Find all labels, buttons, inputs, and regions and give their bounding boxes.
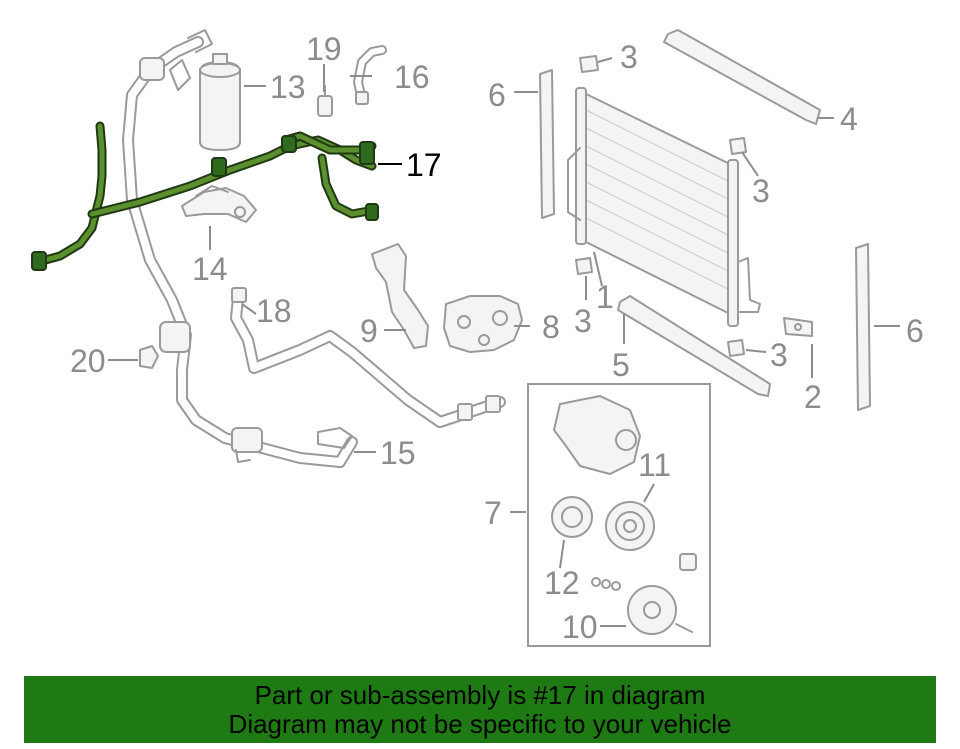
banner-line-1: Part or sub-assembly is #17 in diagram — [254, 680, 706, 710]
callout-3-lower-right: 3 — [770, 337, 788, 373]
suction-line-left — [122, 29, 358, 468]
compressor-mount-8 — [443, 295, 523, 353]
callout-3-right: 3 — [752, 173, 770, 209]
callout-labels: 1 2 3 3 3 3 4 5 6 6 7 8 9 10 11 12 13 14… — [70, 31, 924, 645]
hose-assembly-17 — [31, 121, 379, 271]
callout-16: 16 — [394, 59, 430, 95]
bracket-9 — [371, 243, 429, 349]
receiver-drier — [199, 53, 241, 151]
callout-3-top: 3 — [620, 39, 638, 75]
insulator-3-right — [729, 137, 747, 155]
callout-1: 1 — [596, 279, 614, 315]
callout-19: 19 — [306, 31, 342, 67]
seal-6-right — [855, 243, 871, 411]
callout-7: 7 — [484, 495, 502, 531]
callout-11: 11 — [638, 447, 671, 483]
callout-18: 18 — [256, 293, 292, 329]
insulator-3-bottom — [575, 257, 593, 275]
callout-15: 15 — [380, 435, 416, 471]
bracket-14 — [181, 185, 257, 223]
disclaimer-banner: Part or sub-assembly is #17 in diagram D… — [24, 676, 936, 743]
callout-2: 2 — [804, 379, 822, 415]
callout-3-bottom: 3 — [574, 303, 592, 339]
callout-6-left: 6 — [488, 77, 506, 113]
callout-6-right: 6 — [906, 313, 924, 349]
liquid-line-18 — [230, 287, 506, 428]
banner-line-2: Diagram may not be specific to your vehi… — [228, 709, 732, 739]
callout-14: 14 — [192, 251, 228, 287]
bracket-2 — [783, 317, 813, 337]
callout-10: 10 — [562, 609, 598, 645]
condenser-1 — [567, 87, 761, 327]
callout-5: 5 — [612, 347, 630, 383]
callout-4: 4 — [840, 101, 858, 137]
callout-9: 9 — [360, 313, 378, 349]
fitting-16 — [353, 45, 387, 105]
seal-5 — [617, 295, 771, 397]
callout-13: 13 — [270, 69, 306, 105]
seal-6-left — [539, 69, 555, 219]
insulator-3-top — [579, 55, 599, 73]
insulator-3-lower-right — [727, 339, 745, 357]
callout-8: 8 — [542, 309, 560, 345]
seal-4 — [663, 29, 821, 125]
compressor-kit-box — [527, 383, 711, 647]
callout-17: 17 — [406, 147, 442, 183]
clip-20 — [139, 345, 159, 369]
callout-12: 12 — [544, 565, 580, 601]
leader-lines — [108, 57, 900, 627]
callout-20: 20 — [70, 343, 106, 379]
parts-diagram: 1 2 3 3 3 3 4 5 6 6 7 8 9 10 11 12 13 14… — [31, 29, 924, 647]
